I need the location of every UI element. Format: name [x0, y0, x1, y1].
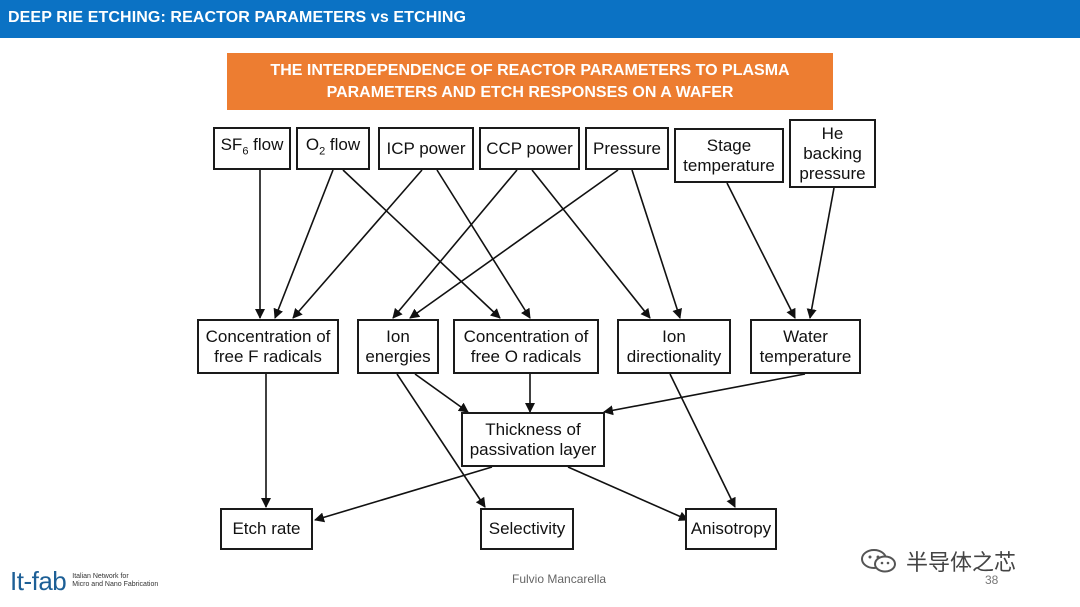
arrow-ccp-to-ion-en: [392, 169, 518, 319]
selectivity-label: Selectivity: [488, 519, 566, 538]
subtitle-banner: THE INTERDEPENDENCE OF REACTOR PARAMETER…: [227, 53, 833, 110]
stage-line-2: temperature: [683, 155, 775, 175]
conc-f-line-2: free F radicals: [214, 346, 322, 366]
node-icp-power: ICP power: [378, 127, 474, 170]
node-selectivity: Selectivity: [480, 508, 574, 550]
banner-line-2: PARAMETERS AND ETCH RESPONSES ON A WAFER: [326, 83, 734, 101]
arrow-pressure-to-ion-en: [409, 169, 619, 319]
node-water-temperature: Water temperature: [750, 319, 861, 374]
he-line-2: backing: [803, 143, 862, 163]
arrow-icp-to-conc-o: [436, 169, 531, 319]
thickness-line-2: passivation layer: [469, 439, 597, 459]
he-line-3: pressure: [799, 163, 866, 183]
arrow-icp-to-conc-f: [292, 169, 423, 319]
stage-line-1: Stage: [706, 135, 752, 155]
page-number: 38: [985, 573, 999, 587]
arrow-ion-en-to-selectivity: [396, 373, 486, 508]
etch-rate-label: Etch rate: [232, 519, 301, 538]
node-passivation-thickness: Thickness of passivation layer: [461, 412, 605, 467]
node-stage-temperature: Stage temperature: [674, 128, 784, 183]
sf6-label: SF: [220, 135, 243, 155]
arrow-ion-dir-to-anisotropy: [669, 373, 736, 508]
banner-line-1: THE INTERDEPENDENCE OF REACTOR PARAMETER…: [270, 61, 790, 79]
o2-label: O: [305, 135, 320, 155]
icp-label: ICP power: [386, 138, 466, 158]
arrow-ccp-to-ion-dir: [531, 169, 651, 319]
ccp-label: CCP power: [486, 138, 573, 158]
watermark-text: 半导体之芯: [906, 551, 1017, 576]
conc-o-line-2: free O radicals: [470, 346, 582, 366]
arrow-stage-to-water: [726, 182, 796, 319]
node-etch-rate: Etch rate: [220, 508, 313, 550]
arrow-thickness-to-etch: [314, 466, 493, 523]
logo-text: It-fab: [10, 565, 67, 596]
ion-en-line-1: Ion: [386, 326, 410, 346]
watermark: 半导体之芯: [860, 545, 1016, 577]
thickness-line-1: Thickness of: [485, 419, 581, 439]
node-sf6-flow: SF6 flow: [213, 127, 291, 170]
arrow-pressure-to-ion-dir: [631, 169, 682, 319]
water-line-1: Water: [783, 326, 828, 346]
slide-title: DEEP RIE ETCHING: REACTOR PARAMETERS vs …: [8, 9, 467, 26]
logo-subtitle: Italian Network for Micro and Nano Fabri…: [72, 573, 158, 589]
o2-subscript: 2: [319, 145, 326, 158]
node-concentration-f: Concentration of free F radicals: [197, 319, 339, 374]
ion-dir-line-2: directionality: [626, 346, 722, 366]
author-name: Fulvio Mancarella: [512, 572, 607, 586]
o2-flow-label: flow: [325, 135, 361, 155]
node-pressure: Pressure: [585, 127, 669, 170]
node-ion-directionality: Ion directionality: [617, 319, 731, 374]
logo-sub-line-2: Micro and Nano Fabrication: [72, 581, 159, 588]
anisotropy-label: Anisotropy: [690, 519, 772, 538]
conc-f-line-1: Concentration of: [205, 326, 331, 346]
title-bar: DEEP RIE ETCHING: REACTOR PARAMETERS vs …: [0, 0, 1080, 38]
sf6-subscript: 6: [242, 145, 249, 158]
water-line-2: temperature: [759, 346, 852, 366]
arrow-thickness-to-anisotropy: [567, 466, 689, 521]
logo-sub-line-1: Italian Network for: [72, 573, 129, 580]
arrow-water-to-thickness: [603, 373, 806, 416]
ion-en-line-2: energies: [365, 346, 431, 366]
itfab-logo: It-fab Italian Network for Micro and Nan…: [10, 565, 158, 597]
node-o2-flow: O2 flow: [296, 127, 370, 170]
sf6-flow-label: flow: [248, 135, 284, 155]
node-concentration-o: Concentration of free O radicals: [453, 319, 599, 374]
node-ion-energies: Ion energies: [357, 319, 439, 374]
arrow-o2-to-conc-f: [273, 169, 334, 319]
arrow-o2-to-conc-o: [342, 169, 501, 319]
node-anisotropy: Anisotropy: [685, 508, 777, 550]
wechat-icon: [861, 549, 896, 573]
ion-dir-line-1: Ion: [662, 326, 686, 346]
arrow-ion-en-to-thickness: [414, 373, 469, 413]
he-line-1: He: [821, 123, 844, 143]
node-he-backing-pressure: He backing pressure: [789, 119, 876, 188]
node-ccp-power: CCP power: [479, 127, 580, 170]
conc-o-line-1: Concentration of: [463, 326, 589, 346]
arrow-he-to-water: [806, 187, 835, 319]
pressure-label: Pressure: [592, 138, 662, 158]
